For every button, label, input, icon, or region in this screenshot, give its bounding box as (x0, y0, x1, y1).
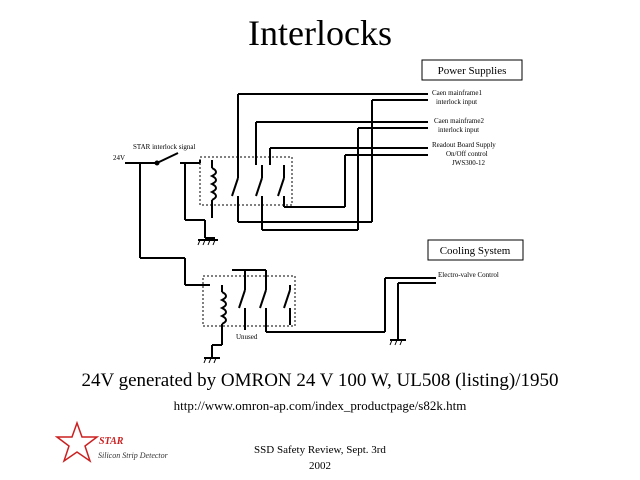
readout-label-line3: JWS300-12 (452, 159, 486, 167)
readout-label-line2: On/Off control (446, 150, 488, 158)
omron-product-url[interactable]: http://www.omron-ap.com/index_productpag… (173, 398, 467, 413)
caen2-label-line1: Caen mainframe2 (434, 117, 484, 125)
lower-relay-enclosure (202, 275, 296, 327)
cooling-system-box (427, 239, 524, 261)
caen1-label-line1: Caen mainframe1 (432, 89, 482, 97)
footer-review: SSD Safety Review, Sept. 3rd (254, 444, 386, 456)
caen1-label-line2: interlock input (436, 98, 477, 106)
upper-relay-enclosure (199, 156, 293, 206)
page-title: Interlocks (248, 13, 392, 53)
unused-label: Unused (236, 333, 258, 341)
v24-label: 24V (113, 154, 125, 162)
electrovalve-label: Electro-valve Control (438, 271, 499, 279)
readout-label-line1: Readout Board Supply (432, 141, 496, 149)
star-logo-icon (55, 420, 100, 463)
star-signal-label: STAR interlock signal (133, 143, 195, 151)
star-logo-tagline: Silicon Strip Detector (98, 451, 168, 460)
power-supplies-label: Power Supplies (438, 65, 507, 77)
caen2-label-line2: interlock input (438, 126, 479, 134)
cooling-system-label: Cooling System (440, 245, 511, 257)
star-logo-name: STAR (99, 436, 124, 447)
omron-source-subtitle: 24V generated by OMRON 24 V 100 W, UL508… (81, 370, 559, 391)
power-supplies-box (421, 59, 523, 81)
footer-year: 2002 (309, 460, 331, 472)
